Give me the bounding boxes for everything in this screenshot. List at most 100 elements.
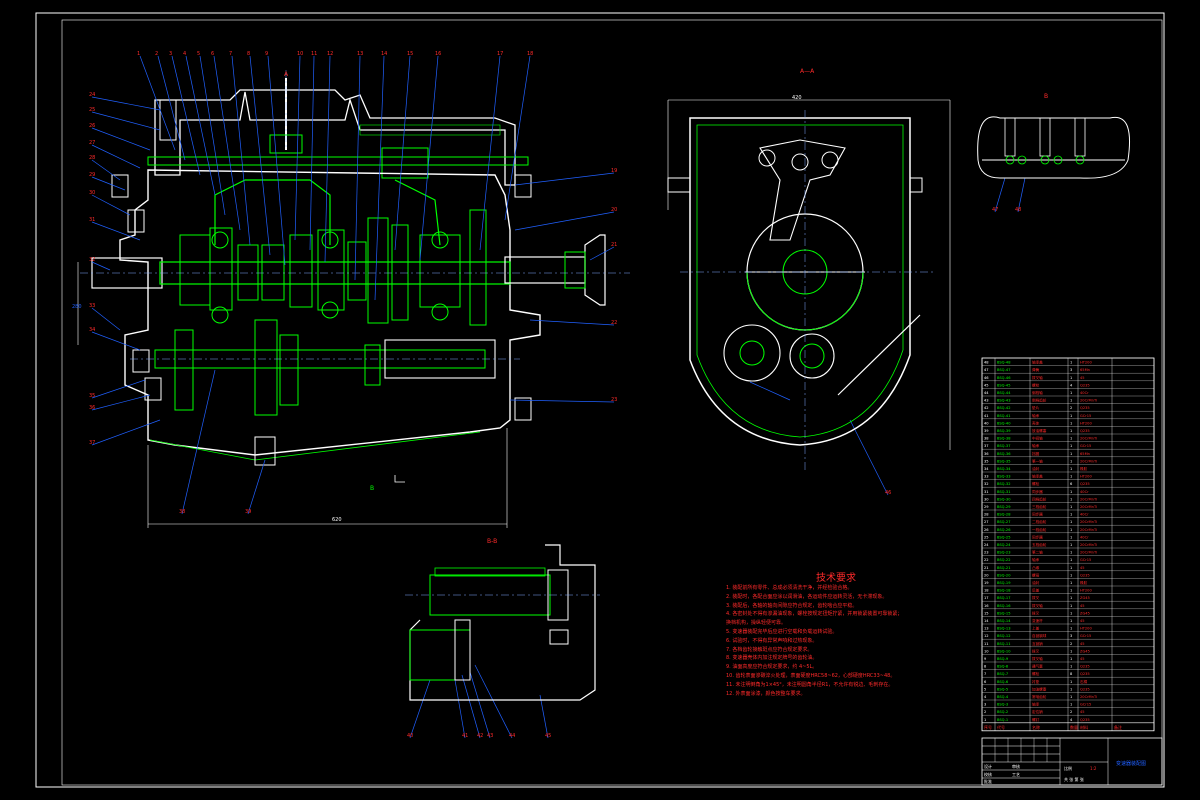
parts-table-cell: Q235	[1080, 573, 1090, 577]
parts-table-cell: HT200	[1080, 475, 1092, 479]
parts-table-cell: GCr15	[1080, 414, 1091, 418]
parts-table-cell: 26	[984, 528, 989, 532]
balloon-top: 4	[183, 51, 186, 57]
leader-line	[231, 55, 251, 246]
parts-table-cell: BSQ-13	[997, 627, 1010, 631]
parts-table-cell: 弹簧	[1032, 367, 1040, 372]
bolt-left-3	[132, 349, 150, 373]
balloon-left: 29	[89, 172, 95, 178]
side-lever-pivot-1	[758, 149, 776, 167]
title-block-frame	[981, 737, 1163, 786]
parts-table-cell: 同步器	[1032, 534, 1043, 539]
parts-table-cell: HT200	[1080, 589, 1092, 593]
leader-line	[849, 419, 889, 496]
tech-requirement-item: 10. 齿轮表面渗碳淬火处理，表面硬度HRC58~62，心部硬度HRC33~48…	[726, 672, 896, 679]
bearing-6	[431, 303, 449, 321]
tb-sheet-label: 共 张 第 张	[1064, 776, 1084, 782]
parts-table-cell: 35	[984, 459, 989, 463]
parts-table-cell: 1	[1070, 695, 1072, 699]
parts-table-header-cell: 序号	[984, 724, 992, 730]
parts-table-cell: Q235	[1080, 687, 1090, 691]
parts-table-cell: Q235	[1080, 672, 1090, 676]
parts-table-cell: 2	[1070, 406, 1072, 410]
parts-table-cell: 倒档轴	[1032, 390, 1043, 395]
parts-table-cell: BSQ-1	[997, 718, 1008, 722]
parts-table-cell: 4	[1070, 718, 1073, 722]
parts-table-cell: 拨叉轴	[1032, 603, 1043, 608]
parts-table-cell: 1	[1070, 535, 1072, 539]
parts-table-cell: 第一轴	[1032, 458, 1043, 463]
gear-3rd	[261, 244, 285, 301]
parts-table-cell: Q235	[1080, 718, 1090, 722]
parts-table-cell: BSQ-28	[997, 513, 1011, 517]
parts-table-cell: 1	[1070, 581, 1072, 585]
parts-table-cell: Q235	[1080, 406, 1090, 410]
shift-fork-2	[394, 179, 441, 246]
parts-table-cell: 40Cr	[1080, 391, 1089, 395]
parts-table-cell: 1	[1070, 665, 1072, 669]
balloon-left: 37	[89, 440, 95, 446]
parts-table-cell: 轴承	[1032, 443, 1040, 448]
parts-table-cell: BSQ-35	[997, 459, 1010, 463]
detail-spring-2	[1039, 117, 1051, 157]
shift-fork-1	[214, 179, 331, 245]
parts-table-cell: 1	[1070, 687, 1072, 691]
balloon-left: 36	[89, 405, 95, 411]
dim-main-width-value: 620	[332, 517, 342, 523]
parts-table-cell: 自锁钢球	[1032, 633, 1047, 638]
balloon-right: 21	[611, 242, 617, 248]
side-reverse-gear	[789, 333, 835, 379]
parts-table-cell: 1	[1070, 611, 1072, 615]
leader-line	[199, 55, 226, 216]
side-bolt-right	[909, 177, 923, 193]
parts-table-cell: 40	[984, 421, 989, 425]
parts-table-header-cell: 备注	[1114, 724, 1122, 730]
tech-requirement-item: 5. 变速器装配完毕后应进行空载和负载运转试验。	[726, 628, 838, 635]
parts-table-cell: 1	[1070, 429, 1072, 433]
leader-line	[181, 369, 216, 515]
sheet-inner-border	[61, 19, 1163, 786]
balloon-top: 16	[435, 51, 441, 57]
parts-table-cell: BSQ-14	[997, 619, 1011, 623]
detail-ball-3	[1040, 155, 1050, 165]
bolt-left-1	[111, 174, 129, 198]
leader-line	[247, 459, 266, 515]
parts-table-cell: 2	[984, 710, 986, 714]
leader-line	[91, 394, 151, 411]
leader-line	[479, 55, 501, 251]
parts-table-cell: 轴承	[1032, 557, 1040, 562]
parts-table-cell: 41	[984, 414, 989, 418]
detail-label: B	[1044, 93, 1048, 100]
counter-gear-4	[364, 344, 381, 386]
parts-table-cell: 19	[984, 581, 989, 585]
balloon-top: 5	[197, 51, 200, 57]
parts-table-cell: 1	[1070, 566, 1072, 570]
parts-table-cell: 垫片	[1032, 405, 1040, 410]
parts-table-cell: 40Cr	[1080, 513, 1089, 517]
tech-requirement-item: 12. 外表面涂漆，颜色按整车要求。	[726, 690, 806, 697]
parts-table-cell: 45	[1080, 710, 1085, 714]
parts-table-cell: 1	[1070, 475, 1072, 479]
balloon-top: 6	[211, 51, 214, 57]
parts-table-header-cell: 材料	[1080, 724, 1088, 730]
balloon-lower: 45	[545, 733, 551, 739]
balloon-left: 31	[89, 217, 95, 223]
balloon-top: 7	[229, 51, 232, 57]
parts-table-cell: 1	[1070, 657, 1072, 661]
parts-table-cell: BSQ-47	[997, 368, 1010, 372]
parts-table-cell: BSQ-4	[997, 695, 1009, 699]
bearing-2	[211, 306, 229, 324]
parts-table-cell: BSQ-15	[997, 611, 1010, 615]
fork-rail	[147, 156, 529, 166]
side-counter-gear	[723, 324, 781, 382]
leader-line	[171, 55, 201, 176]
tech-requirement-item: 换档机构，操纵轻便可靠。	[726, 620, 787, 627]
gear-5th	[391, 224, 409, 321]
detail-ball-2	[1017, 155, 1027, 165]
parts-table-cell: 65Mn	[1080, 368, 1090, 372]
tb-label-check: 校核	[984, 771, 992, 777]
fork-block	[381, 147, 429, 179]
parts-table-cell: BSQ-38	[997, 437, 1011, 441]
leader-line	[91, 176, 126, 191]
parts-table-cell: 1	[1070, 551, 1072, 555]
